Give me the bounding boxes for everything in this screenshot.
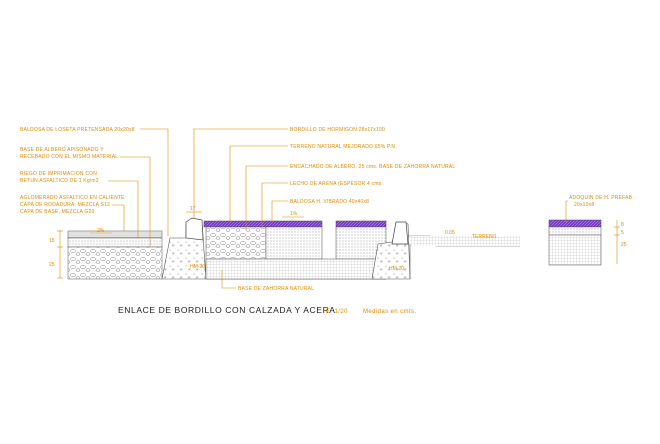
left-label-5: BETUN ASFALTICO DE 1 Kg/m2 (20, 178, 99, 184)
far-right-label-1: ADOQUIN DE H. PREFAB. (569, 195, 634, 201)
sand-bed-layer (265, 226, 323, 260)
dim-15: 15 (49, 238, 55, 244)
bottom-label: BASE DE ZAHORRA NATURAL (238, 286, 314, 292)
curb-2 (391, 221, 409, 245)
left-label-8: CAPA DE BASE, MEZCLA G20 (20, 209, 94, 215)
dim-slope-1: 1% (290, 211, 298, 217)
curb-1 (185, 217, 204, 241)
base-zahorra-layer (205, 258, 387, 280)
dim-25: 25 (49, 262, 55, 268)
sidewalk-tile-layer-2 (335, 220, 387, 228)
curb-assembly-1 (161, 217, 207, 280)
right-label-3: ENCACHADO DE ALBERO, 25 cms. BASE DE ZAH… (290, 164, 455, 170)
sidewalk-tile-layer (203, 220, 323, 228)
dim-0-05: 0.05 (445, 230, 455, 236)
dim-5: 5 (621, 230, 624, 236)
left-label-7: CAPA DE RODADURA, MEZCLA S12 (20, 202, 110, 208)
dim-25b: 25 (621, 242, 627, 248)
sidewalk-section (203, 220, 387, 280)
far-right-paving-section (548, 219, 602, 266)
concrete-label-1: HM-20 (190, 264, 205, 270)
left-label-1: BALDOSA DE LOSETA PRETENSADA 20x20x8 (20, 127, 135, 133)
left-pavement-section (67, 230, 163, 280)
terrain-label: TERRENO (472, 234, 497, 240)
albero-base-layer (67, 246, 163, 280)
drawing-title-block: ENLACE DE BORDILLO CON CALZADA Y ACERA E… (118, 305, 416, 315)
drawing-scale: E: 1/20 (326, 309, 348, 315)
dim-slope-2: 2% (97, 228, 105, 234)
right-label-1: BORDILLO DE HORMIGON 28x17x100 (290, 127, 385, 133)
left-label-4: RIEGO DE IMPRIMACION CON (20, 171, 97, 177)
left-annotations: BALDOSA DE LOSETA PRETENSADA 20x20x8 BAS… (20, 127, 169, 246)
far-right-label-2: 20x10x8 (574, 202, 594, 208)
asphalt-base-layer (67, 237, 163, 248)
dim-8: 8 (621, 222, 624, 228)
concrete-label-2: HM-20 (389, 266, 404, 272)
left-label-3: RECEBADO CON EL MISMO MATERIAL (20, 154, 118, 160)
right-annotations: BORDILLO DE HORMIGON 28x17x100 TERRENO N… (193, 127, 634, 292)
terrain-right (408, 235, 520, 279)
adoquin-layer (548, 219, 602, 228)
far-right-sand-layer (548, 226, 602, 236)
asphalt-wearing-layer (67, 230, 163, 239)
left-label-6: AGLOMERADO ASFALTICO EN CALIENTE (20, 195, 125, 201)
right-label-2: TERRENO NATURAL MEJORADO 95% P.N. (290, 144, 397, 150)
far-right-base-layer (548, 234, 602, 266)
drawing-title: ENLACE DE BORDILLO CON CALZADA Y ACERA (118, 305, 336, 315)
dim-17: 17 (190, 206, 196, 212)
right-label-5: BALDOSA H. VIBRADO 40x40x8 (290, 199, 369, 205)
encachado-layer (205, 226, 267, 260)
left-label-2: BASE DE ALBERO APISONADO Y (20, 147, 104, 153)
right-label-4: LECHO DE ARENA (ESPESOR 4 cms. (290, 181, 383, 187)
units-note: Medidas en cmts. (363, 309, 416, 315)
